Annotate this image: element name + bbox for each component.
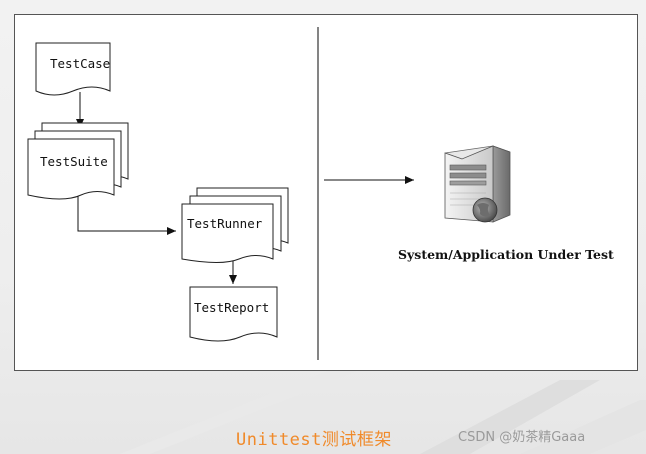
background-stripes [120,370,646,454]
architecture-diagram: TestCase TestSuite TestRunner TestReport [27,27,614,360]
testcase-node: TestCase [35,42,111,96]
arrow-testsuite-to-testrunner [77,196,176,235]
testrunner-label: TestRunner [187,216,263,231]
testsuite-node: TestSuite [27,122,129,200]
testreport-node: TestReport [189,286,278,342]
testreport-label: TestReport [194,300,269,315]
system-under-test-label: System/Application Under Test [398,247,614,262]
server-icon [444,145,511,223]
diagram-caption: Unittest测试框架 [236,430,392,450]
diagram-panel: TestCase TestSuite TestRunner TestReport [14,14,638,371]
watermark-text: CSDN @奶茶精Gaaa [458,430,586,445]
testsuite-label: TestSuite [40,154,108,169]
testcase-label: TestCase [50,56,110,71]
testrunner-node: TestRunner [181,187,289,263]
